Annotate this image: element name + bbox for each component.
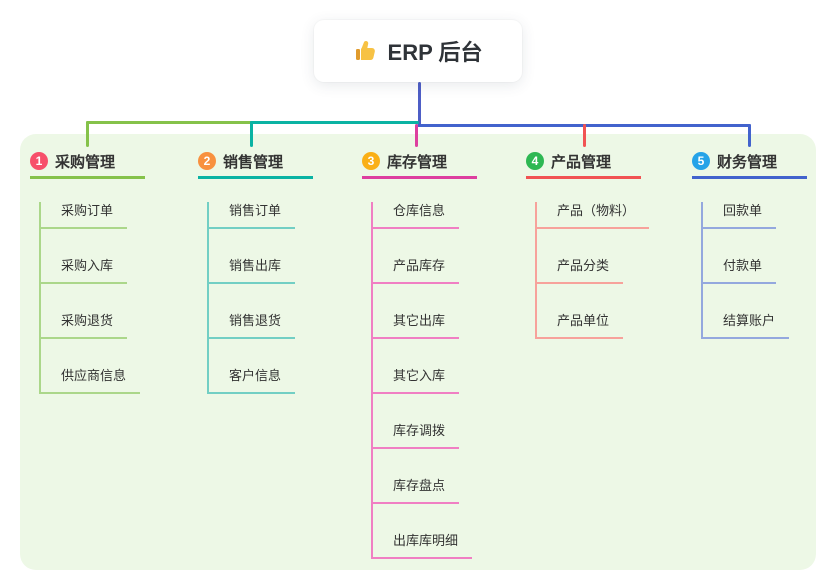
branch-5-header[interactable]: 5 财务管理	[692, 146, 807, 179]
child-node[interactable]: 产品库存	[373, 257, 460, 284]
branch-3: 3 库存管理仓库信息产品库存其它出库其它入库库存调拨库存盘点出库库明细	[362, 146, 502, 559]
branch-number-badge: 3	[362, 152, 380, 170]
branch-title: 财务管理	[717, 153, 778, 171]
child-node[interactable]: 采购订单	[41, 202, 128, 229]
branch-2-children: 销售订单销售出库销售退货客户信息	[207, 202, 338, 394]
child-node[interactable]: 销售退货	[209, 312, 296, 339]
root-title: ERP 后台	[387, 40, 483, 65]
branch-title: 采购管理	[55, 153, 116, 171]
child-node[interactable]: 结算账户	[703, 312, 790, 339]
child-node[interactable]: 其它入库	[373, 367, 460, 394]
root-node[interactable]: ERP 后台	[314, 20, 522, 82]
child-node[interactable]: 付款单	[703, 257, 777, 284]
drop-branch-1	[86, 121, 89, 147]
child-node[interactable]: 采购退货	[41, 312, 128, 339]
child-node[interactable]: 回款单	[703, 202, 777, 229]
branch-1-children: 采购订单采购入库采购退货供应商信息	[39, 202, 170, 394]
child-node[interactable]: 其它出库	[373, 312, 460, 339]
branch-number-badge: 5	[692, 152, 710, 170]
drop-branch-5	[748, 124, 751, 147]
branch-4: 4 产品管理产品（物料） 产品分类产品单位	[526, 146, 666, 339]
branch-5: 5 财务管理回款单付款单结算账户	[692, 146, 832, 339]
child-node[interactable]: 库存盘点	[373, 477, 460, 504]
branches-panel	[20, 134, 816, 570]
branch-number-badge: 4	[526, 152, 544, 170]
branch-2-header[interactable]: 2 销售管理	[198, 146, 313, 179]
child-node[interactable]: 销售订单	[209, 202, 296, 229]
branch-5-children: 回款单付款单结算账户	[701, 202, 832, 339]
branch-3-header[interactable]: 3 库存管理	[362, 146, 477, 179]
branch-number-badge: 2	[198, 152, 216, 170]
branch-3-children: 仓库信息产品库存其它出库其它入库库存调拨库存盘点出库库明细	[371, 202, 502, 559]
root-connector-line	[418, 82, 421, 127]
branch-1-header[interactable]: 1 采购管理	[30, 146, 145, 179]
branch-number-badge: 1	[30, 152, 48, 170]
child-node[interactable]: 库存调拨	[373, 422, 460, 449]
branch-title: 产品管理	[551, 153, 612, 171]
child-node[interactable]: 供应商信息	[41, 367, 141, 394]
child-node[interactable]: 采购入库	[41, 257, 128, 284]
child-node[interactable]: 出库库明细	[373, 532, 473, 559]
drop-branch-2	[250, 121, 253, 147]
thumbs-up-icon	[355, 41, 375, 60]
child-node[interactable]: 产品（物料）	[537, 202, 650, 229]
drop-branch-3	[415, 124, 418, 147]
branch-1: 1 采购管理采购订单采购入库采购退货供应商信息	[30, 146, 170, 394]
child-node[interactable]: 产品单位	[537, 312, 624, 339]
branch-4-header[interactable]: 4 产品管理	[526, 146, 641, 179]
drop-branch-4	[583, 124, 586, 147]
child-node[interactable]: 客户信息	[209, 367, 296, 394]
child-node[interactable]: 销售出库	[209, 257, 296, 284]
branch-title: 库存管理	[387, 153, 448, 171]
branch-4-children: 产品（物料） 产品分类产品单位	[535, 202, 666, 339]
branch-2: 2 销售管理销售订单销售出库销售退货客户信息	[198, 146, 338, 394]
branch-title: 销售管理	[223, 153, 284, 171]
child-node[interactable]: 产品分类	[537, 257, 624, 284]
bus-segment-branch-1	[86, 121, 253, 124]
bus-segment-branch-2	[250, 121, 419, 124]
child-node[interactable]: 仓库信息	[373, 202, 460, 229]
